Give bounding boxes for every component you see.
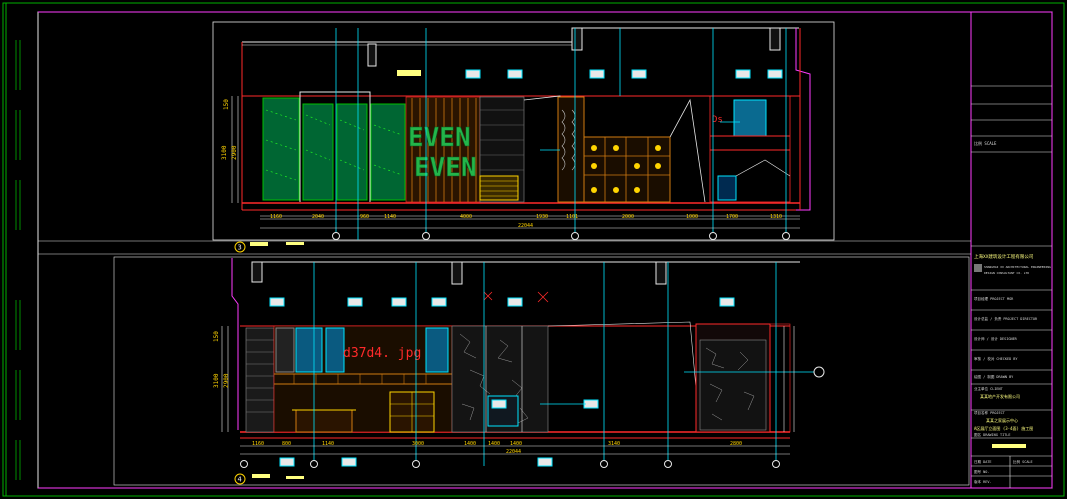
media-wall: d37d4. jpg [273,325,453,433]
lower-view-number: 4 [238,476,242,484]
upper-vdim-1: 150 [223,99,230,110]
tb-company-cn: 上海XX建筑设计工程有限公司 [974,253,1033,260]
tb-client-label: 业主单位 CLIENT [974,386,1004,391]
upper-elevation-view: EVEN EVEN [212,21,835,253]
tb-drawing-name: 图名 DRAWING TITLE [974,432,1011,437]
tb-project-label: 项目名称 PROJECT [974,410,1006,415]
tb-row-3: 比例 SCALE [1013,459,1033,464]
upper-dim-8: 1000 [686,214,698,220]
lower-total-dim: 22044 [506,449,521,455]
lower-dim-6: 1400 [510,441,522,447]
tb-design-director: 设计总监 / 负责 PROJECT DIRECTOR [974,316,1038,321]
upper-dimension-line: 1160 2040 960 1140 4000 1930 1101 2000 1… [260,214,800,229]
lower-vdim-1: 150 [213,331,220,342]
tb-drafter: 绘图 / 制图 DRAWN BY [974,374,1014,379]
right-cabinet: Ds [709,95,791,203]
upper-dim-4: 4000 [460,214,472,220]
tb-company-en-1: SHANGHAI XX ARCHITECTURAL ENGINEERING [984,265,1051,269]
watermark-text: d37d4. jpg [343,346,421,361]
green-wall-panels [262,91,406,202]
light-fixtures-lower [269,297,735,409]
right-display-box [695,323,791,433]
upper-dim-9: 1700 [726,214,738,220]
tb-designer: 设计师 / 设计 DESIGNER [974,336,1018,341]
display-shelving [557,96,706,203]
signage-text-2: EVEN [414,153,477,183]
tb-project-name: 某某之家展示中心 [986,417,1018,423]
tb-client-name: 某某地产开发有限公司 [980,393,1020,399]
tb-row-2: 版本 REV. [974,479,992,484]
lower-dim-0: 1160 [252,441,264,447]
callout-label: Ds [712,115,723,125]
lower-dim-7: 3140 [608,441,620,447]
lower-grid-markers [240,460,780,468]
tb-row-0: 日期 DATE [974,459,992,464]
lower-dim-3: 3000 [412,441,424,447]
tb-row-1: 图号 NO. [974,469,989,474]
upper-grid-markers [332,232,790,240]
lower-dim-4: 1400 [464,441,476,447]
lower-vdim-2: 3100 [213,373,220,388]
upper-dim-1: 2040 [312,214,324,220]
lower-dimension-line: 1160 800 1140 3000 1400 1400 1400 3140 2… [240,441,790,455]
upper-total-dim: 22044 [518,223,533,229]
light-fixtures-upper [397,69,783,79]
upper-vdim-3: 2900 [231,145,238,160]
tb-project-manager: 项目经理 PROJECT MGR [974,296,1014,301]
lower-elevation-view: d37d4. jpg [113,256,970,486]
tb-scale: 比例 SCALE [974,140,997,146]
upper-vdim-2: 3100 [221,145,228,160]
upper-dim-5: 1930 [536,214,548,220]
title-block: 比例 SCALE 上海XX建筑设计工程有限公司 SHANGHAI XX ARCH… [971,85,1052,488]
tb-checker: 审核 / 校对 CHECKED BY [974,356,1018,361]
tb-company-en-2: DESIGN CONSULTANT CO. LTD [984,271,1029,275]
upper-view-title-bar [250,242,268,246]
upper-view-number: 3 [238,244,242,252]
signage-text-1: EVEN [408,123,471,153]
upper-dim-10: 1310 [770,214,782,220]
lower-vdim-3: 2900 [223,373,230,388]
signage-wall: EVEN EVEN [405,96,525,203]
upper-dim-6: 1101 [566,214,578,220]
upper-dim-7: 2000 [622,214,634,220]
lower-dim-2: 1140 [322,441,334,447]
upper-dim-3: 1140 [384,214,396,220]
upper-dim-0: 1160 [270,214,282,220]
upper-dim-2: 960 [360,214,369,220]
lower-dim-5: 1400 [488,441,500,447]
lower-dim-1: 800 [282,441,291,447]
tb-drawing-title: A区展厅立面图 (3-4面) 施工图 [974,425,1033,431]
lower-dim-8: 2800 [730,441,742,447]
marble-panels [451,321,701,433]
